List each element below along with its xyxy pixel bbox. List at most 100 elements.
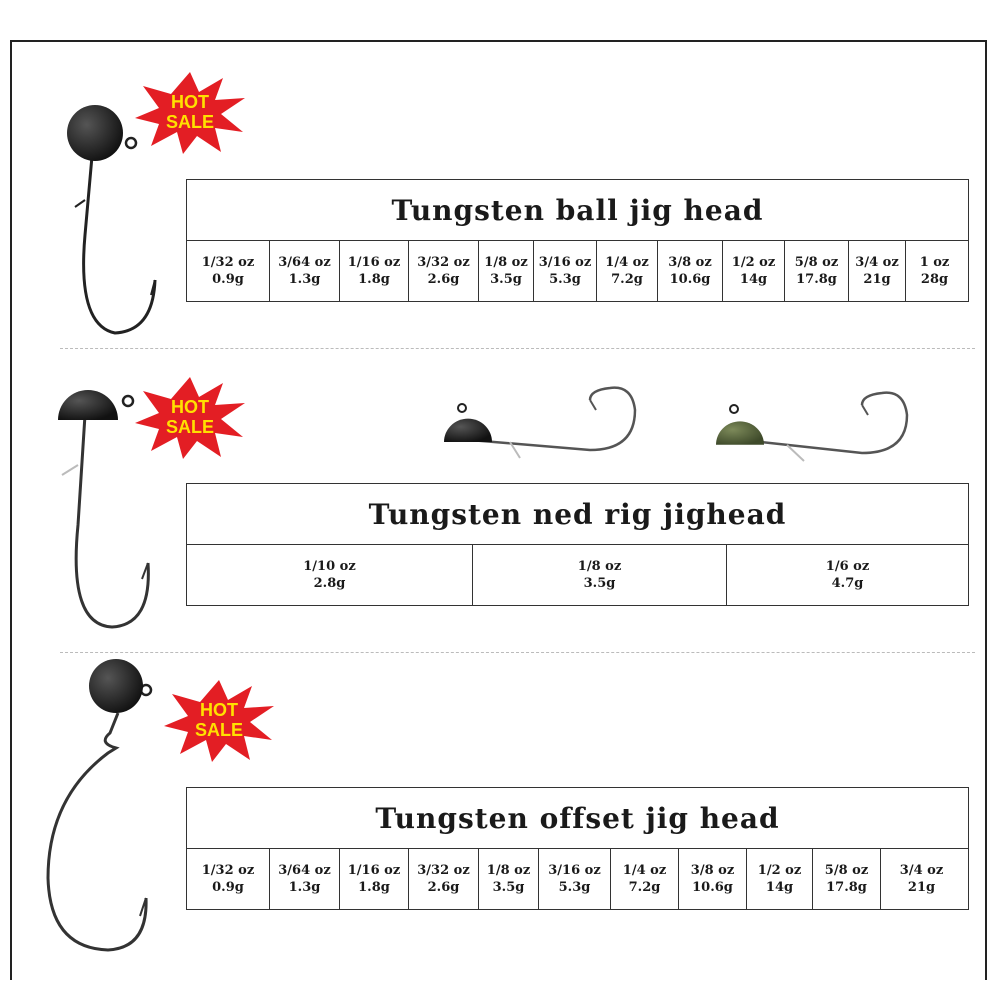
ned-rig-black-hook-icon bbox=[444, 386, 637, 459]
weight-oz: 1/8 oz bbox=[484, 255, 528, 270]
table-title: Tungsten offset jig head bbox=[187, 788, 968, 849]
weight-cell: 1/16 oz 1.8g bbox=[340, 241, 409, 301]
weight-grams: 7.2g bbox=[611, 272, 643, 287]
weight-grams: 1.8g bbox=[358, 272, 390, 287]
weight-oz: 3/8 oz bbox=[690, 863, 735, 878]
section-divider bbox=[60, 348, 975, 349]
weight-grams: 17.8g bbox=[796, 272, 837, 287]
weight-cell: 5/8 oz 17.8g bbox=[813, 849, 881, 909]
ned-rig-green-hook-icon bbox=[716, 391, 909, 462]
weight-grams: 2.6g bbox=[427, 272, 460, 287]
weight-cell: 1/4 oz 7.2g bbox=[611, 849, 679, 909]
weight-oz: 3/16 oz bbox=[538, 255, 592, 270]
weight-cell: 1/16 oz 1.8g bbox=[340, 849, 409, 909]
weight-grams: 21g bbox=[907, 880, 936, 895]
weight-oz: 1/6 oz bbox=[825, 559, 870, 574]
weight-oz: 1/32 oz bbox=[201, 863, 255, 878]
weight-grams: 10.6g bbox=[669, 272, 711, 287]
hot-label: HOT bbox=[171, 92, 209, 112]
weight-oz: 1/16 oz bbox=[347, 863, 401, 878]
weight-oz: 3/64 oz bbox=[278, 863, 331, 878]
weight-oz: 3/4 oz bbox=[855, 255, 899, 270]
weight-cell: 3/32 oz 2.6g bbox=[409, 241, 479, 301]
weight-oz: 5/8 oz bbox=[824, 863, 869, 878]
sale-label: SALE bbox=[195, 720, 243, 740]
page-frame bbox=[10, 40, 987, 980]
weight-cell: 1/10 oz 2.8g bbox=[187, 545, 473, 605]
weight-cell: 3/8 oz 10.6g bbox=[679, 849, 747, 909]
ball-jig-hook-icon bbox=[67, 105, 157, 335]
sale-label: SALE bbox=[166, 112, 214, 132]
weight-oz: 1/8 oz bbox=[486, 863, 531, 878]
hot-sale-badge: HOT SALE bbox=[135, 72, 245, 154]
weight-cell: 1/2 oz 14g bbox=[747, 849, 813, 909]
weight-oz: 1/2 oz bbox=[757, 863, 802, 878]
weight-grams: 1.8g bbox=[358, 880, 390, 895]
weight-oz: 1/4 oz bbox=[622, 863, 667, 878]
weight-grams: 21g bbox=[863, 272, 891, 287]
weight-oz: 3/4 oz bbox=[899, 863, 944, 878]
weight-grams: 4.7g bbox=[831, 576, 864, 591]
weight-grams: 7.2g bbox=[628, 880, 661, 895]
section-divider bbox=[60, 652, 975, 653]
hot-sale-badge: HOT SALE bbox=[135, 377, 245, 459]
weight-cell: 3/4 oz 21g bbox=[881, 849, 962, 909]
hot-label: HOT bbox=[171, 397, 209, 417]
weight-cell: 1/32 oz 0.9g bbox=[187, 241, 270, 301]
weight-cell: 1/2 oz 14g bbox=[723, 241, 785, 301]
weight-grams: 14g bbox=[739, 272, 768, 287]
weight-oz: 1/4 oz bbox=[605, 255, 649, 270]
ned-rig-hook-icon bbox=[58, 390, 150, 629]
weight-cell: 1/4 oz 7.2g bbox=[597, 241, 658, 301]
weight-oz: 3/8 oz bbox=[668, 255, 712, 270]
weight-oz: 1/32 oz bbox=[201, 255, 255, 270]
weight-oz: 3/32 oz bbox=[417, 863, 470, 878]
sale-label: SALE bbox=[166, 417, 214, 437]
offset-jig-hook-icon bbox=[46, 659, 153, 952]
weight-grams: 10.6g bbox=[692, 880, 733, 895]
weight-oz: 3/16 oz bbox=[548, 863, 601, 878]
table-title: Tungsten ball jig head bbox=[187, 180, 968, 241]
weight-grams: 17.8g bbox=[826, 880, 867, 895]
weight-oz: 1/2 oz bbox=[731, 255, 776, 270]
weight-cell: 3/8 oz 10.6g bbox=[658, 241, 723, 301]
weight-cell: 5/8 oz 17.8g bbox=[785, 241, 849, 301]
weight-cell: 3/64 oz 1.3g bbox=[270, 241, 340, 301]
weight-oz: 1 oz bbox=[919, 255, 950, 270]
hot-sale-burst-icon bbox=[135, 377, 245, 459]
weight-oz: 1/16 oz bbox=[347, 255, 401, 270]
weight-oz: 3/32 oz bbox=[417, 255, 470, 270]
weight-grams: 5.3g bbox=[558, 880, 591, 895]
weight-cell: 3/16 oz 5.3g bbox=[534, 241, 597, 301]
weight-row: 1/32 oz 0.9g 3/64 oz 1.3g 1/16 oz 1.8g 3/32 oz… bbox=[187, 241, 968, 301]
weight-cell: 1/6 oz 4.7g bbox=[727, 545, 968, 605]
weight-grams: 3.5g bbox=[490, 272, 522, 287]
hot-label: HOT bbox=[200, 700, 238, 720]
weight-grams: 2.8g bbox=[313, 576, 346, 591]
weight-oz: 1/10 oz bbox=[303, 559, 356, 574]
weight-grams: 5.3g bbox=[549, 272, 581, 287]
hot-sale-burst-icon bbox=[135, 72, 245, 154]
weight-cell: 3/16 oz 5.3g bbox=[539, 849, 611, 909]
weight-grams: 14g bbox=[765, 880, 794, 895]
weight-grams: 1.3g bbox=[288, 880, 321, 895]
weight-cell: 3/4 oz 21g bbox=[849, 241, 906, 301]
weight-cell: 3/64 oz 1.3g bbox=[270, 849, 340, 909]
weight-grams: 3.5g bbox=[583, 576, 616, 591]
weight-oz: 3/64 oz bbox=[278, 255, 331, 270]
weight-cell: 1/8 oz 3.5g bbox=[479, 241, 534, 301]
weight-cell: 1/8 oz 3.5g bbox=[479, 849, 539, 909]
weight-oz: 5/8 oz bbox=[794, 255, 839, 270]
ball-jig-head-table: Tungsten ball jig head 1/32 oz 0.9g 3/64 o… bbox=[186, 179, 969, 302]
weight-grams: 0.9g bbox=[212, 272, 244, 287]
weight-grams: 3.5g bbox=[492, 880, 525, 895]
weight-grams: 1.3g bbox=[288, 272, 321, 287]
